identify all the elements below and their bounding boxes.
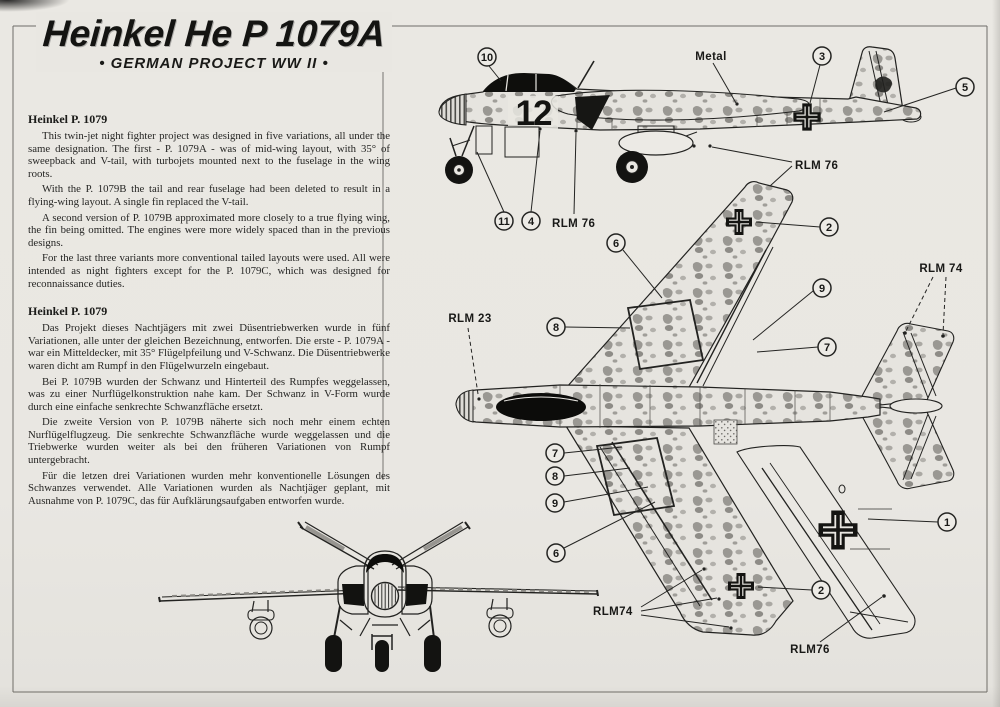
label-metal: Metal [695,51,726,63]
nose-landing-gear [445,125,475,184]
german-paragraph: Bei P. 1079B wurden der Schwanz und Hint… [28,375,390,413]
antenna-mast [577,60,595,89]
label-rlm76-fin: RLM76 [790,644,830,656]
english-paragraph: A second version of P. 1079B approximate… [28,211,390,249]
callout-6-lower: 6 [546,543,566,563]
wing-root-shadow [575,95,610,130]
right-wing-pod [486,598,514,638]
callout-7-upper: 7 [817,337,837,357]
tail-bullet [889,398,943,414]
callout-5: 5 [955,77,975,97]
callout-2-lower: 2 [811,580,831,600]
wing-panel-lower [595,437,676,517]
exhaust-panel [713,419,738,445]
callout-11: 11 [494,211,514,231]
right-engine-housing [401,565,433,615]
svg-text:10: 10 [481,52,493,64]
english-paragraph: This twin-jet night fighter project was … [28,130,390,180]
underside-wing-outline [736,445,916,639]
svg-text:1: 1 [944,517,950,529]
side-view-callouts: 10 Metal 3 5 11 4 [476,46,975,231]
radome-grille [370,581,400,611]
english-paragraph: For the last three variants more convent… [28,252,390,290]
plan-tail-lower [861,406,955,490]
grille-bars [374,583,396,609]
side-wing-profile [550,89,810,121]
svg-text:9: 9 [819,283,825,295]
svg-text:2: 2 [826,222,832,234]
label-rlm76-tank: RLM 76 [795,160,838,172]
front-view-drawing [158,521,599,672]
nose-gear-door [475,125,493,155]
side-view-drawing: 12 [438,46,922,184]
label-rlm76-fuselage: RLM 76 [552,218,595,230]
front-wings [158,586,599,603]
svg-text:11: 11 [498,216,510,228]
german-paragraph: Die zweite Version von P. 1079B näherte … [28,416,390,467]
left-intake [342,584,364,606]
svg-text:8: 8 [552,471,558,483]
plan-wing-upper [564,181,794,390]
english-paragraph: With the P. 1079B the tail and rear fuse… [28,183,390,208]
top-view-callouts: 2 6 8 9 7 [448,217,963,656]
german-heading: Heinkel P. 1079 [28,304,108,319]
side-nose-cone [438,93,467,126]
front-fuselage [363,550,407,618]
callout-4: 4 [521,211,541,231]
callout-1: 1 [937,512,957,532]
callout-3: 3 [812,46,832,66]
plan-tail-upper [861,322,955,406]
label-rlm74-tail: RLM 74 [919,263,963,275]
svg-text:6: 6 [553,548,559,560]
left-engine-housing [337,565,369,615]
callout-9-lower: 9 [545,493,565,513]
svg-text:6: 6 [613,238,619,250]
top-view-drawing [455,181,955,639]
plan-canopy [496,393,586,421]
scan-artifact-edge [992,0,1000,707]
svg-text:2: 2 [818,585,824,597]
german-paragraph: Für die letzen drei Variationen wurden m… [28,469,390,507]
page-subtitle: • GERMAN PROJECT WW II • [99,55,329,72]
right-intake [406,584,428,606]
drop-tank [618,125,698,156]
front-canopy [366,554,404,573]
svg-text:4: 4 [528,216,535,228]
page-title: Heinkel He P 1079A [41,13,387,54]
title-block: Heinkel He P 1079A • GERMAN PROJECT WW I… [36,12,392,72]
plan-nose-cone [455,389,474,423]
label-rlm74-wing: RLM74 [593,606,633,618]
svg-text:8: 8 [553,322,559,334]
german-paragraph: Das Projekt dieses Nachtjägers mit zwei … [28,322,390,372]
front-v-tail [297,521,471,570]
callout-7-lower: 7 [545,443,565,463]
front-landing-gear [325,605,441,672]
svg-text:5: 5 [962,82,968,94]
callout-8-upper: 8 [546,317,566,337]
svg-text:7: 7 [552,448,558,460]
callout-6-upper: 6 [606,233,626,253]
description-column: Heinkel P. 1079 This twin-jet night figh… [28,112,390,510]
wing-panel-upper [626,299,705,371]
scan-artifact-corner [0,0,70,12]
svg-text:7: 7 [824,342,830,354]
nose-number-panel [508,96,558,129]
english-heading: Heinkel P. 1079 [28,112,108,126]
svg-text:9: 9 [552,498,558,510]
callout-8-lower: 8 [545,466,565,486]
tail-marking [875,76,892,93]
label-rlm23: RLM 23 [448,313,491,325]
svg-text:3: 3 [819,51,825,63]
callout-9-upper: 9 [812,278,832,298]
left-wing-pod [247,600,275,640]
main-wheel [616,151,648,183]
callout-10: 10 [477,47,497,67]
callout-2-upper: 2 [819,217,839,237]
